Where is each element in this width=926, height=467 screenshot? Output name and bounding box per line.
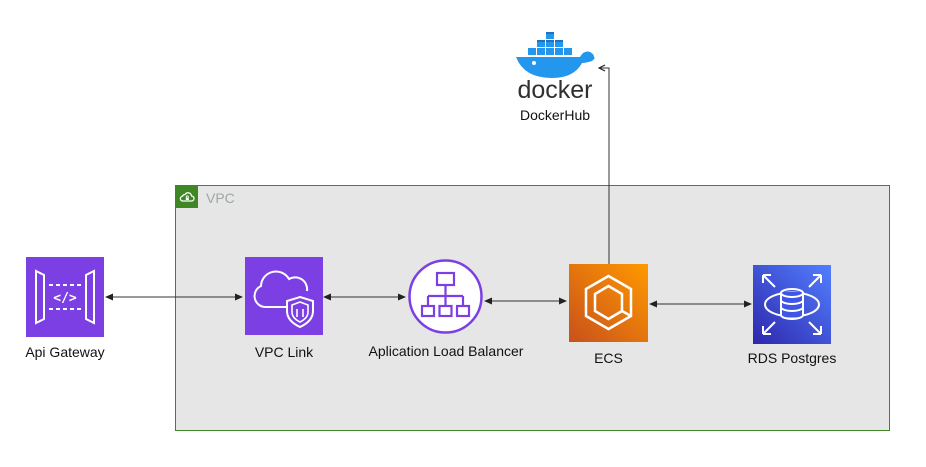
dockerhub-label: DockerHub (519, 107, 591, 123)
rds-database-icon (753, 265, 831, 344)
rds-label: RDS Postgres (747, 350, 837, 366)
ecs-icon (569, 264, 648, 342)
vpc-link-icon (245, 257, 323, 335)
rds-node[interactable] (753, 265, 831, 344)
ecs-node[interactable] (569, 264, 648, 342)
load-balancer-icon (408, 259, 483, 334)
docker-wordmark: docker (517, 76, 592, 102)
api-gateway-label: Api Gateway (25, 344, 105, 360)
vpc-label: VPC (206, 190, 235, 206)
api-gateway-icon: </> (26, 257, 104, 337)
vpc-cloud-lock-icon (176, 186, 198, 208)
alb-node[interactable] (407, 258, 484, 335)
alb-label: Aplication Load Balancer (368, 343, 524, 359)
ecs-label: ECS (594, 350, 623, 366)
api-gateway-node[interactable]: </> (26, 257, 104, 337)
vpc-link-node[interactable] (245, 257, 323, 335)
svg-text:</>: </> (53, 291, 77, 306)
dockerhub-node[interactable]: docker (510, 30, 600, 102)
vpc-link-label: VPC Link (254, 344, 314, 360)
edge-ecs-dockerhub (600, 68, 610, 264)
docker-whale-icon: docker (516, 32, 595, 102)
